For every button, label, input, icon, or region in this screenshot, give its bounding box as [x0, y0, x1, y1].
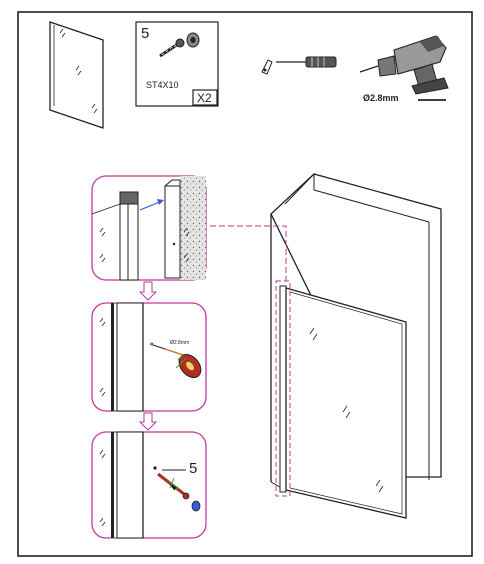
drill-bit-label: Ø2.8mm — [363, 93, 399, 103]
step3-detail — [91, 431, 207, 539]
screw-anchor-icon — [159, 32, 200, 58]
shower-room-view — [270, 172, 442, 519]
glass-panel-icon — [49, 21, 104, 129]
detail-connector — [210, 225, 287, 281]
drill-icon — [359, 35, 449, 95]
step-arrow-2 — [138, 412, 158, 431]
step2-detail — [91, 302, 207, 412]
screwdriver-icon — [261, 56, 337, 75]
screw-count-label: 5 — [141, 25, 150, 42]
screw-code-label: ST4X10 — [146, 80, 179, 90]
multiplier-box — [192, 89, 218, 106]
step2-drill-callout: Ø2.8mm — [170, 340, 190, 346]
multiplier-label: X2 — [197, 91, 212, 105]
step-arrow-1 — [138, 281, 158, 301]
page-frame — [17, 11, 473, 557]
step1-detail — [91, 175, 207, 281]
step3-screw-callout: 5 — [189, 460, 198, 477]
